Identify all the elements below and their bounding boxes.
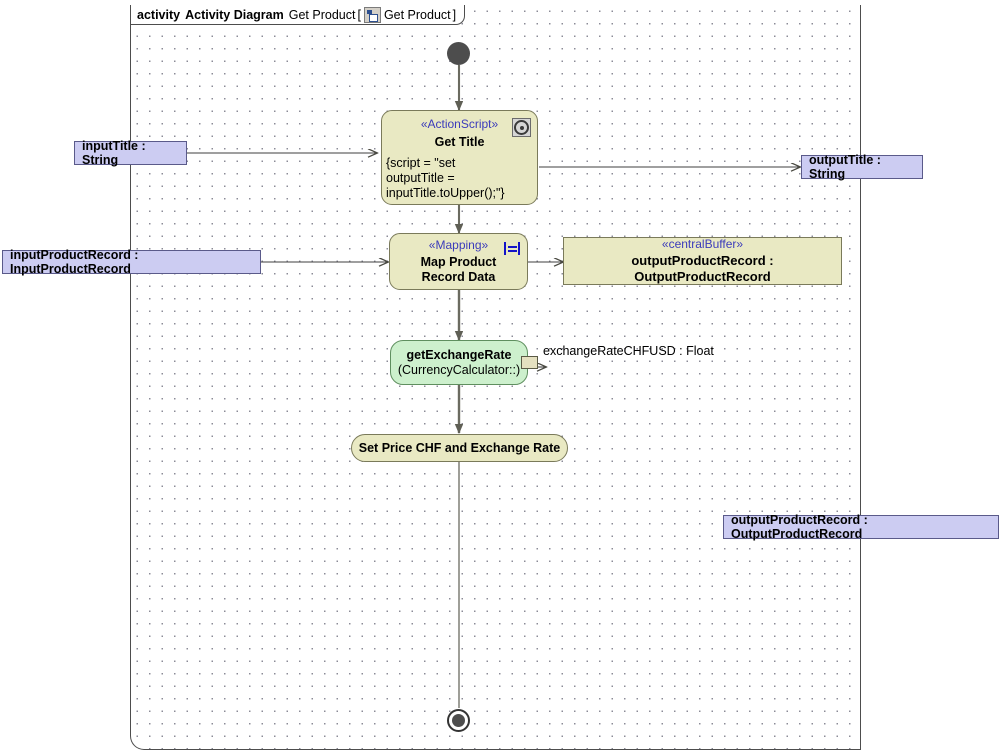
script-gear-icon[interactable] bbox=[512, 118, 531, 137]
set-price-name: Set Price CHF and Exchange Rate bbox=[358, 441, 561, 455]
action-set-price-chf-and-exchange-rate[interactable]: Set Price CHF and Exchange Rate bbox=[351, 434, 568, 462]
map-product-name-line-2: Record Data bbox=[421, 269, 496, 284]
mapping-icon bbox=[504, 242, 520, 255]
activity-frame-title: activity Activity Diagram Get Product [ … bbox=[130, 5, 466, 25]
parameter-node-input-title[interactable]: inputTitle : String bbox=[74, 139, 187, 167]
map-product-stereotype: «Mapping» bbox=[428, 238, 489, 252]
frame-bracket-open: [ bbox=[357, 7, 361, 22]
parameter-output-product-record-label: outputProductRecord : OutputProductRecor… bbox=[731, 513, 868, 541]
get-title-stereotype: «ActionScript» bbox=[420, 117, 499, 131]
parameter-input-product-record-label: inputProductRecord : InputProductRecord bbox=[10, 248, 139, 276]
call-behavior-get-exchange-rate[interactable]: getExchangeRate (CurrencyCalculator::) bbox=[390, 340, 528, 385]
central-buffer-name: outputProductRecord : OutputProductRecor… bbox=[631, 253, 774, 284]
parameter-node-output-product-record[interactable]: outputProductRecord : OutputProductRecor… bbox=[723, 513, 999, 541]
frame-qualified-name: Get Product bbox=[383, 7, 451, 22]
output-pin-exchange-rate[interactable] bbox=[521, 356, 538, 369]
action-get-title[interactable]: «ActionScript» Get Title {script = "set … bbox=[381, 110, 538, 205]
parameter-node-input-product-record[interactable]: inputProductRecord : InputProductRecord bbox=[2, 248, 261, 276]
get-title-script-line-3: inputTitle.toUpper();"} bbox=[386, 186, 505, 201]
parameter-node-output-title[interactable]: outputTitle : String bbox=[801, 153, 923, 181]
get-title-script-line-1: {script = "set bbox=[386, 155, 456, 170]
output-pin-label: exchangeRateCHFUSD : Float bbox=[543, 344, 714, 358]
parameter-output-title-label: outputTitle : String bbox=[809, 153, 881, 181]
frame-name: Get Product bbox=[288, 7, 356, 22]
get-title-name: Get Title bbox=[434, 134, 485, 149]
frame-keyword: activity bbox=[137, 7, 181, 22]
get-exchange-rate-subtitle: (CurrencyCalculator::) bbox=[397, 362, 521, 377]
initial-node[interactable] bbox=[447, 42, 470, 65]
action-map-product-record-data[interactable]: «Mapping» Map Product Record Data bbox=[389, 233, 528, 290]
get-exchange-rate-name: getExchangeRate bbox=[406, 347, 512, 362]
frame-type-label: Activity Diagram bbox=[185, 7, 284, 22]
activity-final-inner bbox=[452, 714, 465, 727]
activity-final-node[interactable] bbox=[447, 709, 470, 732]
get-title-script-line-2: outputTitle = bbox=[386, 171, 455, 186]
frame-bracket-close: ] bbox=[452, 7, 457, 22]
map-product-name-line-1: Map Product bbox=[420, 254, 497, 269]
activity-diagram-icon bbox=[363, 6, 381, 23]
parameter-input-title-label: inputTitle : String bbox=[82, 139, 146, 167]
central-buffer-node[interactable]: «centralBuffer» outputProductRecord : Ou… bbox=[563, 237, 842, 285]
central-buffer-stereotype: «centralBuffer» bbox=[661, 236, 744, 251]
